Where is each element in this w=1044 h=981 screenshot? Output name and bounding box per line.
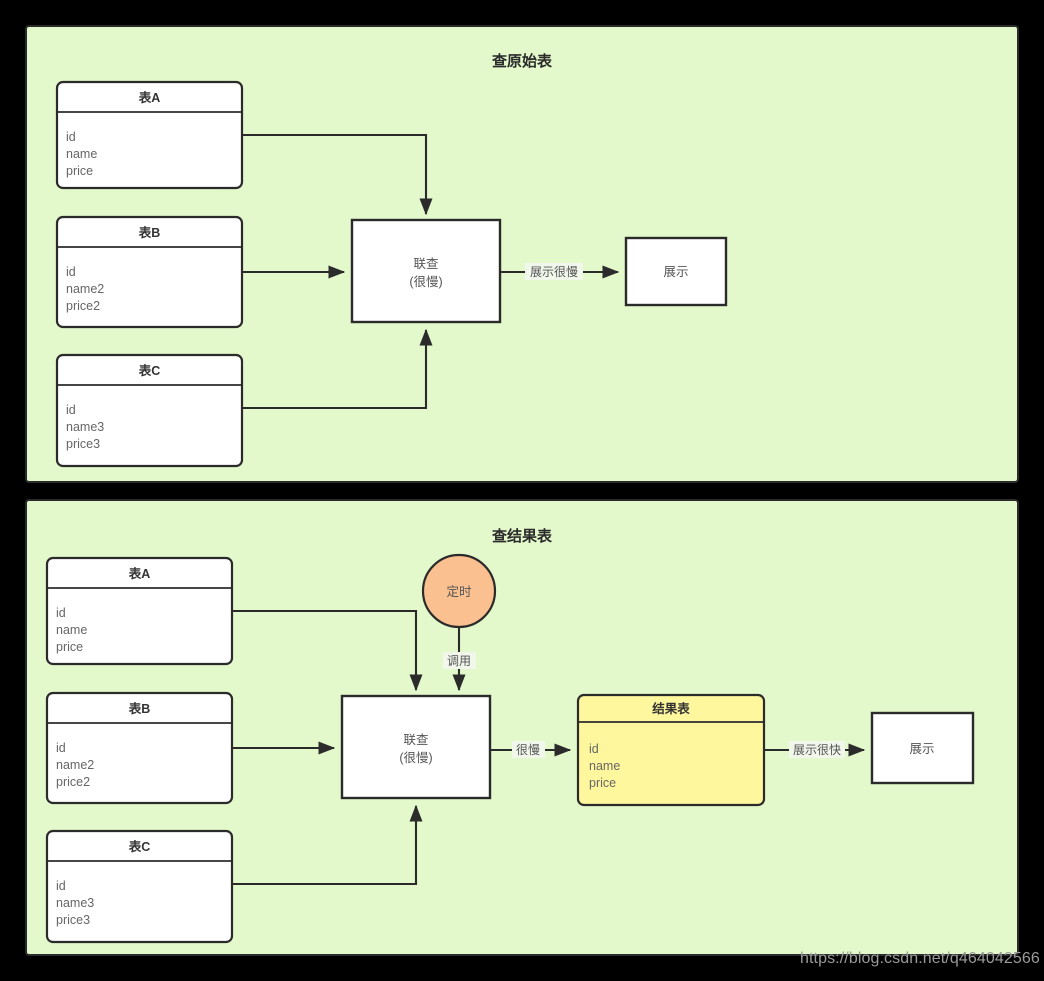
table-b2-field-1: name2 [56,758,94,772]
timer-node: 定时 [421,553,497,629]
table-c2-field-2: price3 [56,913,90,927]
join-slow-label-line2: (很慢) [409,275,442,289]
table-a2-field-2: price [56,640,83,654]
edge-a-to-join [242,133,433,216]
edge-c2-to-join [232,804,423,886]
table-b-card: 表B id name2 price2 [55,215,244,329]
table-c-field-1: name3 [66,420,104,434]
table-b-field-0: id [66,265,76,279]
display-fast-node: 展示 [870,711,975,785]
table-a-field-2: price [66,164,93,178]
table-c2-title: 表C [128,839,151,854]
result-table-field-2: price [589,776,616,790]
display-slow-node: 展示 [624,236,728,307]
result-table-field-1: name [589,759,620,773]
panel-original: 查原始表 表A id name price 表B id name2 price2 [25,25,1019,483]
join-slow-2-box [340,694,492,800]
edge-a2-to-join [232,609,423,692]
edge-timer-to-join-label: 调用 [447,654,471,668]
table-c2-card: 表C id name3 price3 [45,829,234,944]
edge-timer-to-join-label-bg [443,652,476,669]
table-a2-field-0: id [56,606,66,620]
table-a-field-0: id [66,130,76,144]
table-a-title: 表A [138,90,161,105]
table-c-title: 表C [138,363,161,378]
table-b-field-1: name2 [66,282,104,296]
table-b-title: 表B [138,225,161,240]
join-slow-2-label-line1: 联查 [403,733,429,747]
table-c-field-2: price3 [66,437,100,451]
join-slow-label-line1: 联查 [413,257,439,271]
table-c-card: 表C id name3 price3 [55,353,244,468]
table-b2-field-0: id [56,741,66,755]
display-slow-box [624,236,728,307]
edge-result-to-display-label-bg [789,741,845,758]
edge-join-to-result-label-bg [512,741,545,758]
table-c-box [55,353,244,468]
table-b2-card: 表B id name2 price2 [45,691,234,805]
table-c2-box [45,829,234,944]
edge-result-to-display-label: 展示很快 [793,743,841,757]
result-table-card: 结果表 id name price [576,693,766,807]
display-slow-label: 展示 [663,265,688,279]
table-b-field-2: price2 [66,299,100,313]
table-a-card: 表A id name price [55,80,244,190]
edge-join-to-display-label-bg [525,263,583,280]
watermark-url: https://blog.csdn.net/q464042566 [800,950,1040,967]
table-a2-field-1: name [56,623,87,637]
panel-original-title: 查原始表 [492,52,553,70]
table-c-field-0: id [66,403,76,417]
display-fast-box [870,711,975,785]
display-fast-label: 展示 [909,742,934,756]
edge-join-to-result-label: 很慢 [516,743,540,757]
panel-result-background [25,499,1019,956]
result-table-title: 结果表 [652,701,690,716]
table-c2-field-1: name3 [56,896,94,910]
join-slow-2-label-line2: (很慢) [399,751,432,765]
panel-result-title: 查结果表 [492,527,553,545]
timer-label: 定时 [446,584,472,599]
table-a2-title: 表A [128,566,151,581]
panel-original-background [25,25,1019,483]
panel-result: 查结果表 表A id name price 表B id name2 price2 [25,499,1019,956]
table-c2-field-0: id [56,879,66,893]
join-slow-node: 联查 (很慢) [350,218,502,324]
table-b2-title: 表B [128,701,151,716]
table-b2-field-2: price2 [56,775,90,789]
table-a-field-1: name [66,147,97,161]
join-slow-box [350,218,502,324]
join-slow-2-node: 联查 (很慢) [340,694,492,800]
edge-join-to-display-label: 展示很慢 [530,265,578,279]
edge-c-to-join [242,328,433,410]
table-a2-card: 表A id name price [45,556,234,666]
result-table-field-0: id [589,742,599,756]
